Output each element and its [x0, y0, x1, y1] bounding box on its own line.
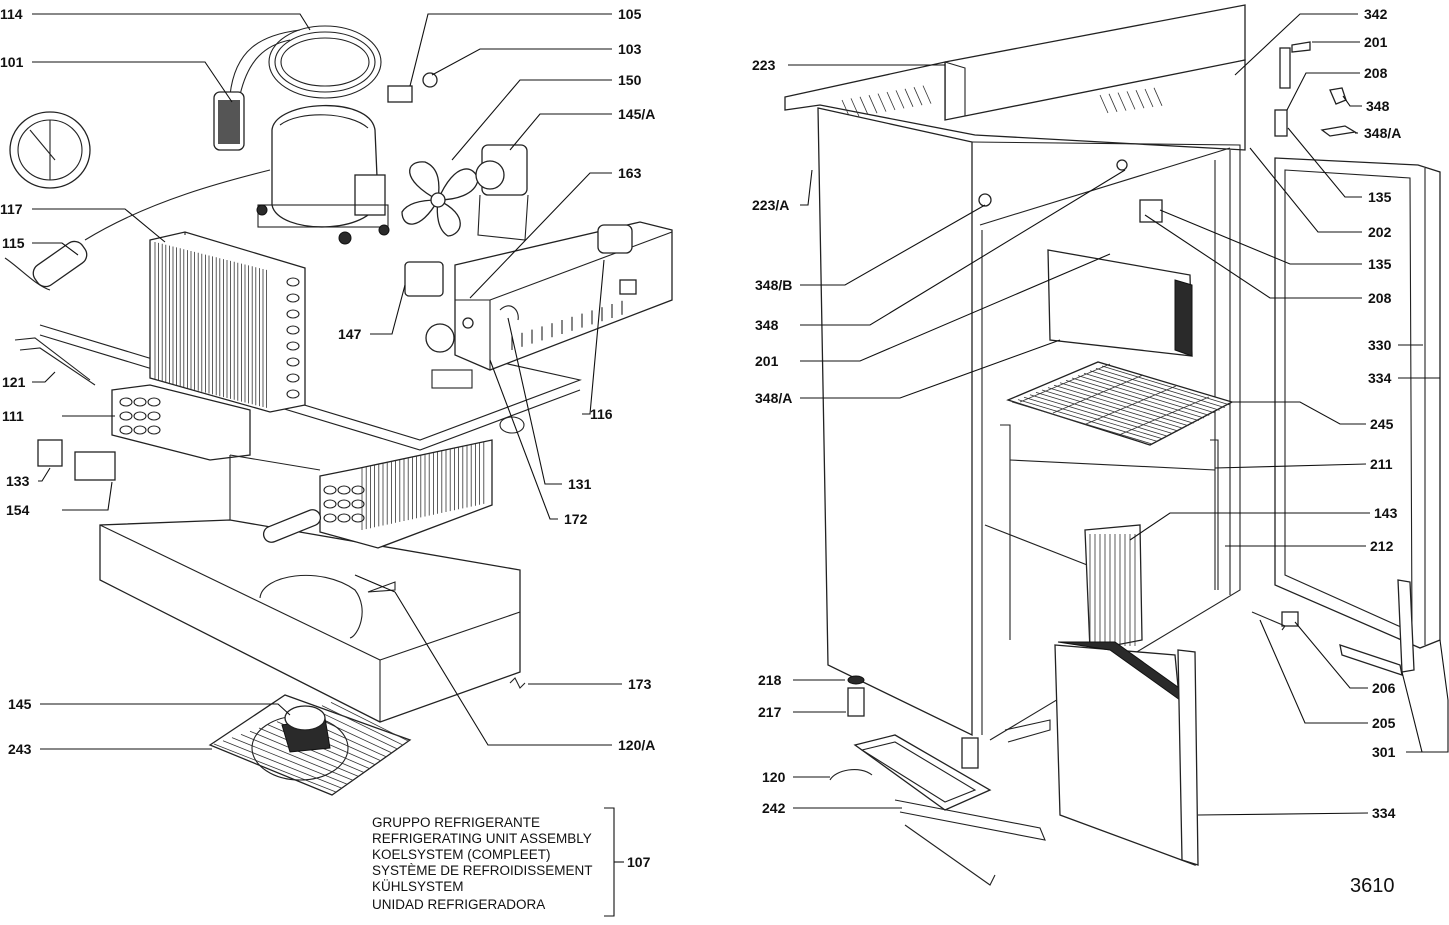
- part-label: 202: [1368, 224, 1392, 240]
- part-label: 208: [1368, 290, 1392, 306]
- part-label: 334: [1372, 805, 1396, 821]
- compressor: [256, 104, 390, 245]
- part-label: 101: [0, 54, 24, 70]
- filter-drier: [213, 91, 245, 151]
- part-label: 145/A: [618, 106, 655, 122]
- part-labels: 114 101 117 115 121 111 133 154 145 243 …: [0, 6, 1401, 821]
- legend-line: UNIDAD REFRIGERADORA: [372, 897, 545, 912]
- fan-blade: [401, 161, 479, 237]
- switch: [37, 439, 63, 467]
- part-label: 330: [1368, 337, 1392, 353]
- legend-line: GRUPPO REFRIGERANTE: [372, 815, 540, 830]
- part-label: 150: [618, 72, 642, 88]
- part-label: 116: [590, 406, 613, 422]
- legend: GRUPPO REFRIGERANTE REFRIGERATING UNIT A…: [372, 807, 651, 917]
- part-label: 348: [755, 317, 779, 333]
- fan-motor: [475, 144, 529, 241]
- part-label: 105: [618, 6, 642, 22]
- thermometer-dial: [9, 111, 91, 189]
- part-label: 201: [1364, 34, 1388, 50]
- part-label: 133: [6, 473, 30, 489]
- part-label: 173: [628, 676, 652, 692]
- part-label: 342: [1364, 6, 1388, 22]
- part-label: 163: [618, 165, 642, 181]
- part-label: 211: [1370, 456, 1393, 472]
- part-label: 218: [758, 672, 782, 688]
- refrigerating-unit-drawing: [4, 25, 673, 796]
- legend-line: KÜHLSYSTEM: [372, 879, 464, 894]
- part-label: 131: [568, 476, 592, 492]
- part-label: 121: [2, 374, 26, 390]
- part-label: 143: [1374, 505, 1398, 521]
- part-label: 135: [1368, 256, 1392, 272]
- part-label: 334: [1368, 370, 1392, 386]
- part-label: 348/A: [755, 390, 792, 406]
- fan-grille: [208, 694, 412, 796]
- thermostat-box: [74, 451, 116, 481]
- legend-ref-label: 107: [627, 854, 651, 870]
- cabinet-drawing: [784, 4, 1441, 886]
- drip-tray: [99, 454, 521, 723]
- relay: [387, 85, 413, 103]
- evaporator-left: [111, 384, 251, 461]
- part-label: 172: [564, 511, 588, 527]
- legend-bracket: [604, 807, 615, 917]
- part-label: 348: [1366, 98, 1390, 114]
- part-label: 201: [755, 353, 779, 369]
- part-label: 223: [752, 57, 776, 73]
- part-label: 147: [338, 326, 362, 342]
- part-label: 245: [1370, 416, 1394, 432]
- leader-lines: [32, 13, 1449, 816]
- wire-clip: [509, 677, 526, 689]
- accumulator-tube: [4, 169, 271, 291]
- legend-line: KOELSYSTEM (COMPLEET): [372, 847, 551, 862]
- part-label: 223/A: [752, 197, 789, 213]
- part-label: 120: [762, 769, 786, 785]
- legend-line: REFRIGERATING UNIT ASSEMBLY: [372, 831, 592, 846]
- part-label: 206: [1372, 680, 1396, 696]
- part-label: 135: [1368, 189, 1392, 205]
- capillary-coil: [229, 25, 382, 99]
- part-label: 208: [1364, 65, 1388, 81]
- foot: [847, 687, 865, 717]
- shelf: [1006, 361, 1234, 446]
- part-label: 117: [0, 201, 23, 217]
- condenser: [149, 231, 306, 413]
- part-label: 115: [2, 235, 25, 251]
- electric-panel: [404, 221, 673, 434]
- overload-protector: [422, 72, 438, 88]
- part-label: 205: [1372, 715, 1396, 731]
- part-label: 243: [8, 741, 32, 757]
- part-label: 348/A: [1364, 125, 1401, 141]
- legend-line: SYSTÈME DE REFROIDISSEMENT: [372, 863, 593, 878]
- evaporator-right: [262, 439, 493, 549]
- part-label: 154: [6, 502, 30, 518]
- part-label: 242: [762, 800, 786, 816]
- part-label: 111: [2, 408, 24, 424]
- part-label: 120/A: [618, 737, 655, 753]
- part-label: 301: [1372, 744, 1396, 760]
- figure-number: 3610: [1350, 875, 1395, 897]
- part-label: 348/B: [755, 277, 792, 293]
- part-label: 212: [1370, 538, 1394, 554]
- part-label: 145: [8, 696, 32, 712]
- part-label: 114: [0, 6, 23, 22]
- part-label: 103: [618, 41, 642, 57]
- part-label: 217: [758, 704, 782, 720]
